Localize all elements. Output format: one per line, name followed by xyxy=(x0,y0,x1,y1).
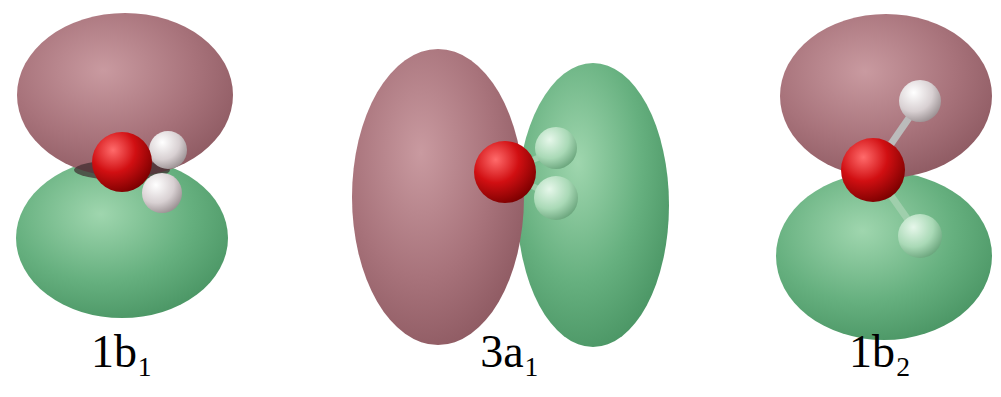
orbital-3a1 xyxy=(352,49,669,347)
orbital-1b2 xyxy=(776,14,992,340)
orbital-label: 1b₁ xyxy=(91,329,153,375)
orbital-1b1 xyxy=(16,13,233,318)
orbital-label: 1b₂ xyxy=(849,329,911,375)
orbital-label: 3a₁ xyxy=(480,329,539,375)
